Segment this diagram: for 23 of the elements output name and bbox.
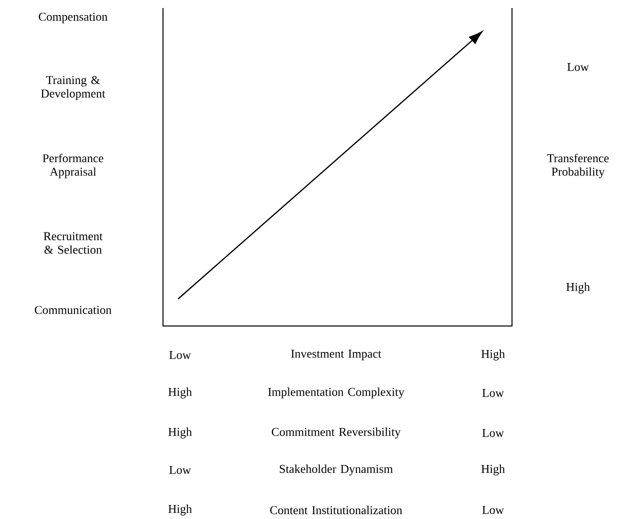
- label: Low: [567, 63, 589, 71]
- label: Transference Probability: [547, 154, 609, 178]
- label: Low: [482, 506, 504, 514]
- label: Training & Development: [41, 76, 106, 100]
- label: High: [566, 282, 590, 294]
- label: Performance Appraisal: [42, 154, 104, 178]
- label: High: [168, 504, 192, 516]
- label: Low: [169, 466, 191, 474]
- label: High: [168, 428, 192, 438]
- label: Investment Impact: [291, 350, 382, 360]
- label: Content Institutionalization: [270, 506, 402, 514]
- label: High: [481, 350, 505, 360]
- label: Low: [169, 351, 191, 359]
- label: Low: [482, 429, 504, 437]
- label: High: [168, 388, 192, 398]
- label: Commitment Reversibility: [272, 428, 401, 438]
- label: Low: [482, 389, 504, 397]
- label: Compensation: [38, 12, 108, 24]
- label: Stakeholder Dynamism: [280, 464, 393, 476]
- label: High: [481, 464, 505, 476]
- label: Implementation Complexity: [268, 388, 404, 398]
- label: Communication: [34, 306, 112, 314]
- label: Recruitment & Selection: [44, 232, 103, 254]
